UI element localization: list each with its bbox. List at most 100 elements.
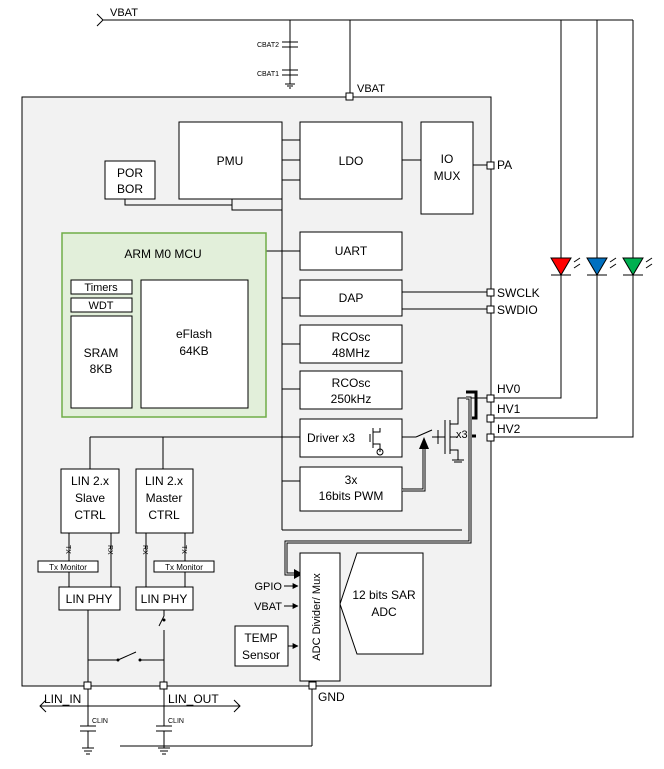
swclk-label: SWCLK: [497, 286, 540, 300]
hv0-label: HV0: [497, 382, 521, 396]
rcosc250-label-2: 250kHz: [331, 392, 372, 406]
gnd-pin: [308, 681, 317, 690]
lin-out-label: LIN_OUT: [168, 692, 219, 706]
driver-block: [299, 418, 403, 458]
por-bor-block: [104, 160, 156, 200]
hv0-pin: [486, 394, 495, 403]
tx-monitor-master: [153, 560, 215, 573]
sram-label-1: SRAM: [84, 346, 119, 360]
ldo-label: LDO: [339, 154, 364, 168]
wdt-label: WDT: [88, 300, 113, 312]
vbat-rail: [96, 13, 634, 260]
cbat1-label: CBAT1: [257, 71, 279, 78]
pwm-to-switch-bus: [402, 437, 429, 492]
bottom-wiring: [39, 689, 313, 755]
rcosc-250khz-block: [299, 370, 403, 410]
cbat2-capacitor: [282, 41, 298, 48]
adc-mux-block: [299, 552, 341, 682]
gnd-label: GND: [318, 690, 345, 704]
temp-label-2: Sensor: [242, 648, 280, 662]
hv1-pin: [486, 414, 495, 423]
bor-label: BOR: [117, 182, 143, 196]
hv-switch-transistor: [444, 397, 488, 463]
vbat-pin: [345, 92, 354, 101]
hv1-label: HV1: [497, 402, 521, 416]
eflash-label-2: 64KB: [179, 344, 208, 358]
lin-slave-label-3: CTRL: [74, 508, 106, 522]
lin-bus-wiring: [87, 610, 166, 682]
x3-label: x3: [456, 429, 468, 441]
uart-label: UART: [335, 244, 368, 258]
vbat-top-label: VBAT: [110, 7, 138, 19]
adc-label-1: 12 bits SAR: [352, 588, 416, 602]
lin-phy-slave-label: LIN PHY: [66, 592, 113, 606]
clin-out-label: CLIN: [168, 718, 184, 725]
pa-label: PA: [497, 158, 512, 172]
uart-block: [299, 231, 403, 271]
driver-to-switch: [402, 429, 445, 444]
sram-block: [70, 315, 133, 409]
mcu-title: ARM M0 MCU: [124, 247, 201, 261]
tx-monitor-master-label: Tx Monitor: [165, 563, 203, 572]
rcosc-48mhz-block: [299, 324, 403, 364]
adc-label-2: ADC: [371, 605, 397, 619]
swdio-pin: [486, 305, 495, 314]
swclk-pin: [486, 288, 495, 297]
driver-transistor-icon: [369, 428, 384, 456]
dap-label: DAP: [339, 291, 364, 305]
lin-slave-label-1: LIN 2.x: [71, 474, 109, 488]
gpio-label: GPIO: [254, 581, 282, 593]
pwm-label-1: 3x: [345, 473, 358, 487]
led-blue-icon: [586, 257, 617, 276]
ldo-block: [299, 121, 403, 200]
led-green-icon: [622, 257, 653, 276]
pmu-label: PMU: [217, 154, 244, 168]
pa-pin: [486, 161, 495, 170]
eflash-block: [140, 279, 249, 409]
adc-mux-label: ADC Divider/ Mux: [311, 573, 323, 661]
lin-out-pin: [159, 681, 168, 690]
sram-label-2: 8KB: [90, 362, 113, 376]
hv-to-adc-bus: [284, 390, 478, 579]
vbat-adc-label: VBAT: [254, 601, 282, 613]
io-mux-label-2: MUX: [434, 169, 461, 183]
tx-monitor-slave-label: Tx Monitor: [49, 563, 87, 572]
cbat1-capacitor: [282, 69, 298, 89]
clin-in-label: CLIN: [92, 718, 108, 725]
temp-label-1: TEMP: [244, 631, 277, 645]
pmu-block: [178, 121, 283, 200]
lin-slave-txrx-lines: [68, 533, 186, 587]
pwm-label-2: 16bits PWM: [319, 489, 384, 503]
swdio-label: SWDIO: [497, 303, 538, 317]
io-mux-block: [420, 121, 474, 215]
slave-tx-label: TX: [64, 545, 71, 554]
adc-inputs: [284, 583, 299, 649]
driver-label: Driver x3: [307, 431, 355, 445]
lin-phy-slave-block: [58, 586, 121, 611]
timers-label: Timers: [84, 282, 118, 294]
tx-monitor-slave: [37, 560, 99, 573]
timers-block: [70, 279, 133, 295]
lin-master-ctrl-block: [135, 468, 194, 534]
rcosc48-label-2: 48MHz: [332, 346, 370, 360]
master-tx-label: TX: [180, 545, 187, 554]
por-label: POR: [117, 166, 143, 180]
lin-slave-label-2: Slave: [75, 491, 105, 505]
lin-in-label: LIN_IN: [44, 692, 81, 706]
rcosc48-label-1: RCOsc: [332, 330, 371, 344]
lin-phy-master-label: LIN PHY: [141, 592, 188, 606]
sar-adc-block: [339, 552, 424, 655]
lin-slave-ctrl-block: [60, 468, 120, 534]
pwm-block: [299, 466, 403, 512]
lin-master-label-3: CTRL: [148, 508, 180, 522]
eflash-label-1: eFlash: [176, 327, 212, 341]
lin-master-label-1: LIN 2.x: [145, 474, 183, 488]
vbat-chip-label: VBAT: [357, 83, 385, 95]
hv2-pin: [486, 433, 495, 442]
dap-block: [299, 279, 403, 317]
cbat2-label: CBAT2: [257, 42, 279, 49]
hv-led-wiring: [494, 275, 634, 438]
hv2-label: HV2: [497, 422, 521, 436]
lin-master-label-2: Master: [146, 491, 183, 505]
